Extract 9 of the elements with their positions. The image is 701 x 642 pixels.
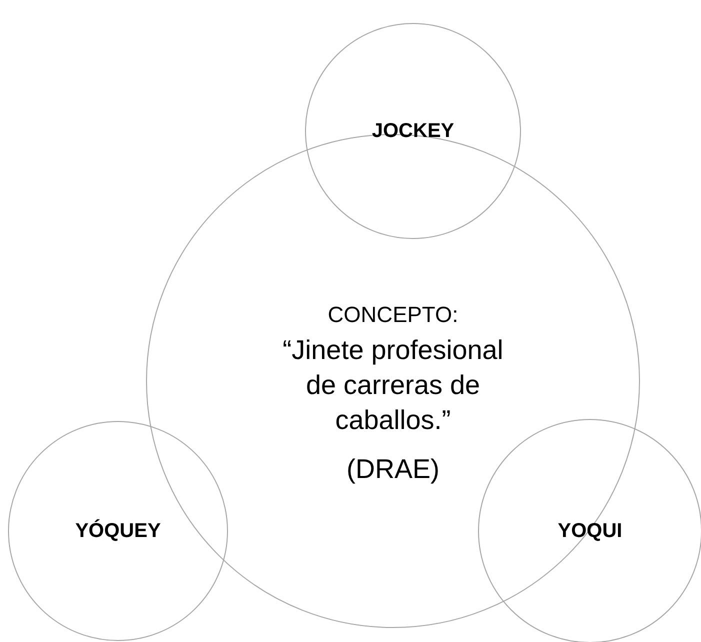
circle xyxy=(8,421,228,641)
circle-label: JOCKEY xyxy=(372,120,454,142)
circle xyxy=(305,23,521,239)
heading-text: CONCEPTO: xyxy=(326,300,460,329)
circle xyxy=(478,419,701,642)
source-text: (DRAE) xyxy=(346,453,440,486)
circle-label: YOQUI xyxy=(558,520,622,542)
definition-text: “Jinete profesional de carreras de caballos.” xyxy=(282,334,504,438)
circle-label: YÓQUEY xyxy=(75,520,161,542)
